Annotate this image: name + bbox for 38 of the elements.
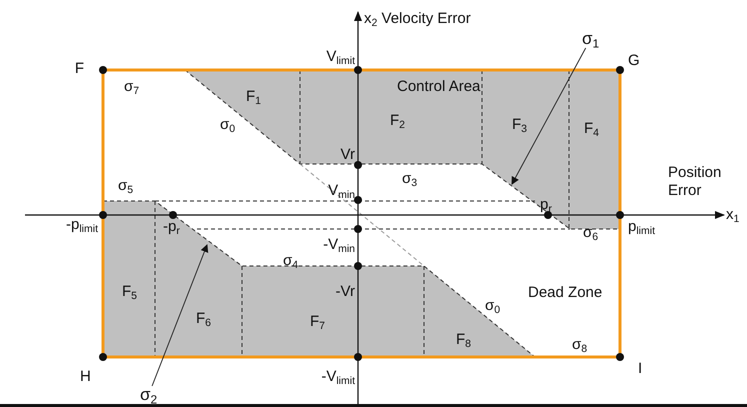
plot-label: σ$_{7}$: [124, 78, 140, 96]
plot-label: x$_{2}$ Velocity Error: [364, 10, 471, 28]
plot-label: F$_{1}$: [246, 88, 262, 106]
plot-label: F$_{4}$: [584, 120, 600, 138]
plot-label: σ$_{0}$: [485, 297, 500, 315]
plot-label: F$_{7}$: [310, 313, 326, 331]
plot-label: σ$_{6}$: [583, 224, 598, 242]
callout-label: σ$_{1}$: [582, 30, 600, 48]
plot-label: V$_{min}$: [328, 182, 355, 200]
plot-label: -Vr: [336, 283, 355, 301]
plot-label: σ$_{4}$: [283, 252, 298, 270]
plot-label: p$_{limit}$: [628, 218, 656, 236]
plot-label: F$_{6}$: [196, 310, 212, 328]
leader-line: [152, 244, 208, 386]
plot-label: -p$_{r}$: [163, 218, 180, 236]
plot-label: σ$_{8}$: [572, 336, 588, 354]
plot-label: Control Area: [397, 78, 480, 96]
plot-label: Position Error: [668, 164, 722, 200]
plot-label: x$_{1}$: [726, 206, 740, 224]
plot-label: I: [638, 360, 642, 378]
plot-label: Dead Zone: [528, 284, 602, 302]
plot-label: σ$_{5}$: [118, 177, 134, 195]
plot-label: Vr: [340, 146, 355, 164]
plot-label: F$_{8}$: [456, 331, 472, 349]
callout-label: σ$_{2}$: [140, 386, 158, 404]
plot-label: -p$_{limit}$: [66, 216, 98, 234]
plot-label: G: [628, 52, 640, 70]
plot-label: -V$_{limit}$: [321, 368, 355, 386]
plot-label: σ$_{3}$: [402, 170, 418, 188]
plot-label: V$_{limit}$: [326, 48, 355, 66]
plot-label: F$_{5}$: [122, 283, 138, 301]
plot-label: H: [80, 368, 91, 386]
leader-line: [512, 48, 586, 185]
plot-label: F$_{3}$: [512, 116, 528, 134]
plot-label: -V$_{min}$: [323, 236, 355, 254]
plot-label: F$_{2}$: [390, 112, 406, 130]
plot-label: σ$_{0}$: [220, 116, 236, 134]
plot-label: F: [74, 60, 84, 78]
